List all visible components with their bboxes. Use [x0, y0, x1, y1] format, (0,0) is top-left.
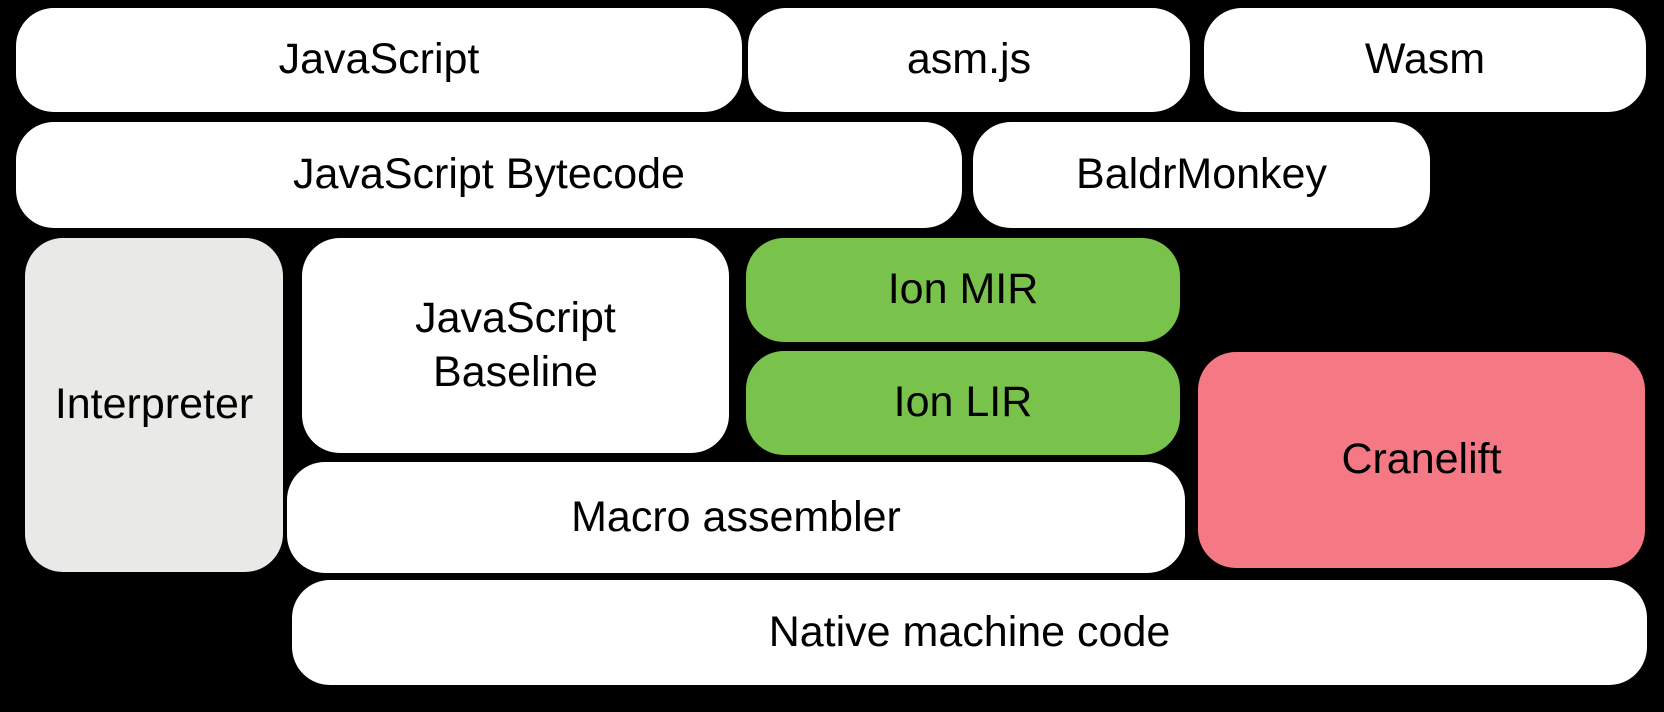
node-javascript: JavaScript [16, 8, 742, 112]
node-javascript-bytecode-label: JavaScript Bytecode [293, 150, 685, 199]
node-interpreter: Interpreter [25, 238, 283, 572]
node-baldrmonkey: BaldrMonkey [973, 122, 1430, 228]
node-javascript-baseline-label-line1: JavaScript [415, 293, 616, 342]
node-interpreter-label: Interpreter [54, 380, 254, 429]
node-macro-assembler-label: Macro assembler [571, 492, 901, 541]
node-asmjs: asm.js [748, 8, 1190, 112]
node-cranelift: Cranelift [1198, 352, 1645, 568]
node-baldrmonkey-label: BaldrMonkey [1076, 150, 1327, 199]
node-ion-lir-label: Ion LIR [893, 378, 1033, 427]
node-native-machine-code: Native machine code [292, 580, 1647, 685]
node-asmjs-label: asm.js [906, 35, 1032, 84]
node-javascript-baseline: JavaScript Baseline [302, 238, 729, 453]
node-ion-lir: Ion LIR [746, 351, 1180, 455]
node-cranelift-label: Cranelift [1341, 435, 1502, 484]
node-ion-mir-label: Ion MIR [887, 265, 1039, 314]
node-javascript-label: JavaScript [278, 35, 480, 84]
node-javascript-bytecode: JavaScript Bytecode [16, 122, 962, 228]
node-wasm: Wasm [1204, 8, 1646, 112]
node-macro-assembler: Macro assembler [287, 462, 1185, 573]
node-ion-mir: Ion MIR [746, 238, 1180, 342]
node-wasm-label: Wasm [1364, 35, 1486, 84]
node-native-machine-code-label: Native machine code [768, 607, 1171, 656]
node-javascript-baseline-label-line2: Baseline [433, 347, 598, 396]
node-javascript-baseline-label: JavaScript Baseline [415, 292, 616, 400]
